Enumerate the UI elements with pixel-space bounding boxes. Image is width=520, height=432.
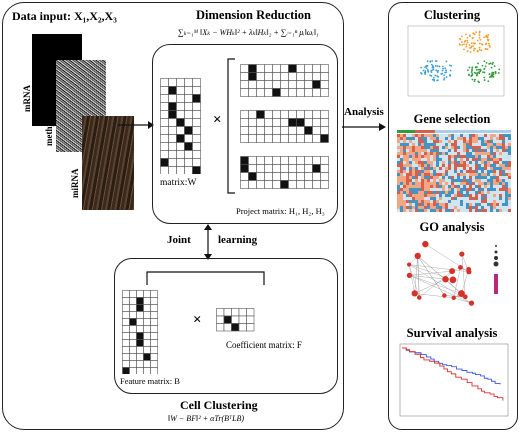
method-panel: [2, 2, 344, 430]
joint-learning-arrow: [204, 224, 212, 260]
feature-matrix-label: Feature matrix: B: [120, 376, 180, 386]
cluster-bracket: [146, 271, 265, 285]
mirna-label: miRNA: [70, 168, 80, 199]
dimension-reduction-formula: ∑ₖ₌₁ᴹ ‖Xₖ − WHₖ‖² + λₖ‖Hₖ‖₂ + ∑ᵢ₌₁ⁿ μᵢ‖ω…: [178, 28, 319, 37]
matrix-h1: [240, 64, 329, 97]
dimension-reduction-title: Dimension Reduction: [196, 8, 311, 22]
go-analysis-title: GO analysis: [419, 220, 485, 234]
matrix-h3: [240, 156, 329, 189]
analysis-label: Analysis: [344, 106, 384, 118]
mirna-image: [82, 116, 134, 210]
joint-label: Joint: [167, 234, 191, 246]
gene-selection-title: Gene selection: [413, 112, 491, 126]
survival-analysis-title: Survival analysis: [406, 326, 498, 340]
project-bracket: [227, 58, 235, 194]
cell-clustering-title: Cell Clustering: [180, 398, 258, 412]
gene-heatmap: [397, 130, 511, 212]
learning-label: learning: [218, 234, 258, 246]
survival-curve: [399, 343, 509, 417]
analysis-arrow: [342, 123, 386, 131]
matrix-w-label: matrix:W: [160, 178, 197, 188]
input-arrow: [118, 121, 154, 129]
cell-clustering-formula: ‖W − BF‖² + αTr(BᵀLB): [168, 414, 245, 423]
dimension-reduction-box: [152, 44, 338, 224]
multiply-sign-1: ×: [213, 112, 222, 128]
analysis-panel: [388, 2, 518, 430]
matrix-w: [160, 78, 201, 174]
multiply-sign-2: ×: [193, 312, 202, 328]
matrix-b: [122, 290, 158, 374]
methyl-label: methyl: [44, 119, 54, 147]
clustering-title: Clustering: [423, 8, 481, 22]
matrix-f: [216, 308, 255, 332]
mrna-label: mRNA: [22, 85, 32, 112]
cell-clustering-box: [114, 258, 338, 394]
matrix-h2: [240, 110, 329, 143]
coefficient-matrix-label: Coefficient matrix: F: [226, 340, 302, 350]
go-network: [406, 240, 499, 306]
data-input-label: Data input: X₁,X₂,X₃: [12, 9, 117, 23]
clustering-scatter: [407, 25, 505, 97]
project-matrix-label: Project matrix: H₁, H₂, H₃: [236, 206, 325, 216]
